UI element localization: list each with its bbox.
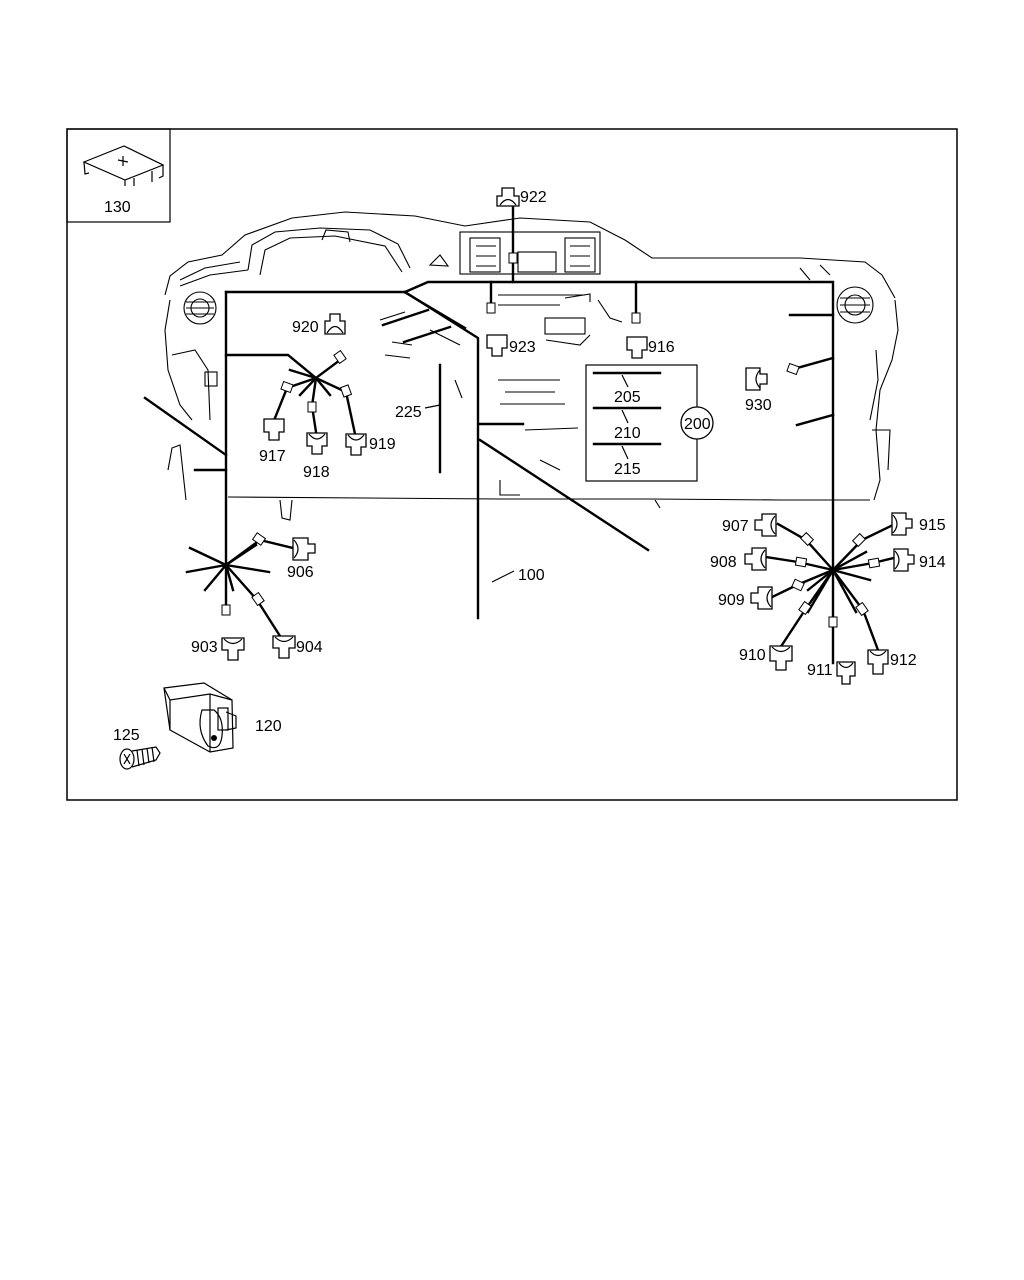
label-911: 911 [807,662,833,679]
label-200: 200 [684,416,711,433]
dashboard-outline [164,211,899,521]
part-125-screw [119,746,161,770]
label-205: 205 [614,389,641,406]
label-912: 912 [890,652,917,669]
label-210: 210 [614,425,641,442]
part-labels: 130 922 920 923 916 205 210 215 200 930 … [104,189,946,744]
label-904: 904 [296,639,323,656]
label-916: 916 [648,339,675,356]
part-120-module [163,682,237,753]
leader-lines [424,404,515,583]
label-215: 215 [614,461,641,478]
label-915: 915 [919,517,946,534]
label-100: 100 [518,567,545,584]
label-922: 922 [520,189,547,206]
label-919: 919 [369,436,396,453]
label-914: 914 [919,554,946,571]
label-120: 120 [255,718,282,735]
main-harness-wiring [143,204,835,620]
upper-left-branch [273,358,357,436]
label-125: 125 [113,727,140,744]
label-909: 909 [718,592,745,609]
label-917: 917 [259,448,286,465]
label-130: 130 [104,199,131,216]
inset-box-130 [66,128,171,223]
label-918: 918 [303,464,330,481]
label-910: 910 [739,647,766,664]
inline-plugs [221,252,881,628]
label-906: 906 [287,564,314,581]
part-130-cover [82,145,165,186]
label-907: 907 [722,518,749,535]
label-920: 920 [292,319,319,336]
label-930: 930 [745,397,772,414]
diagram-frame [66,128,958,801]
label-923: 923 [509,339,536,356]
callout-group-200 [585,364,714,482]
left-branch-starburst [185,538,295,638]
connector-shapes [221,187,915,685]
label-903: 903 [191,639,218,656]
label-225: 225 [395,404,422,421]
label-908: 908 [710,554,737,571]
